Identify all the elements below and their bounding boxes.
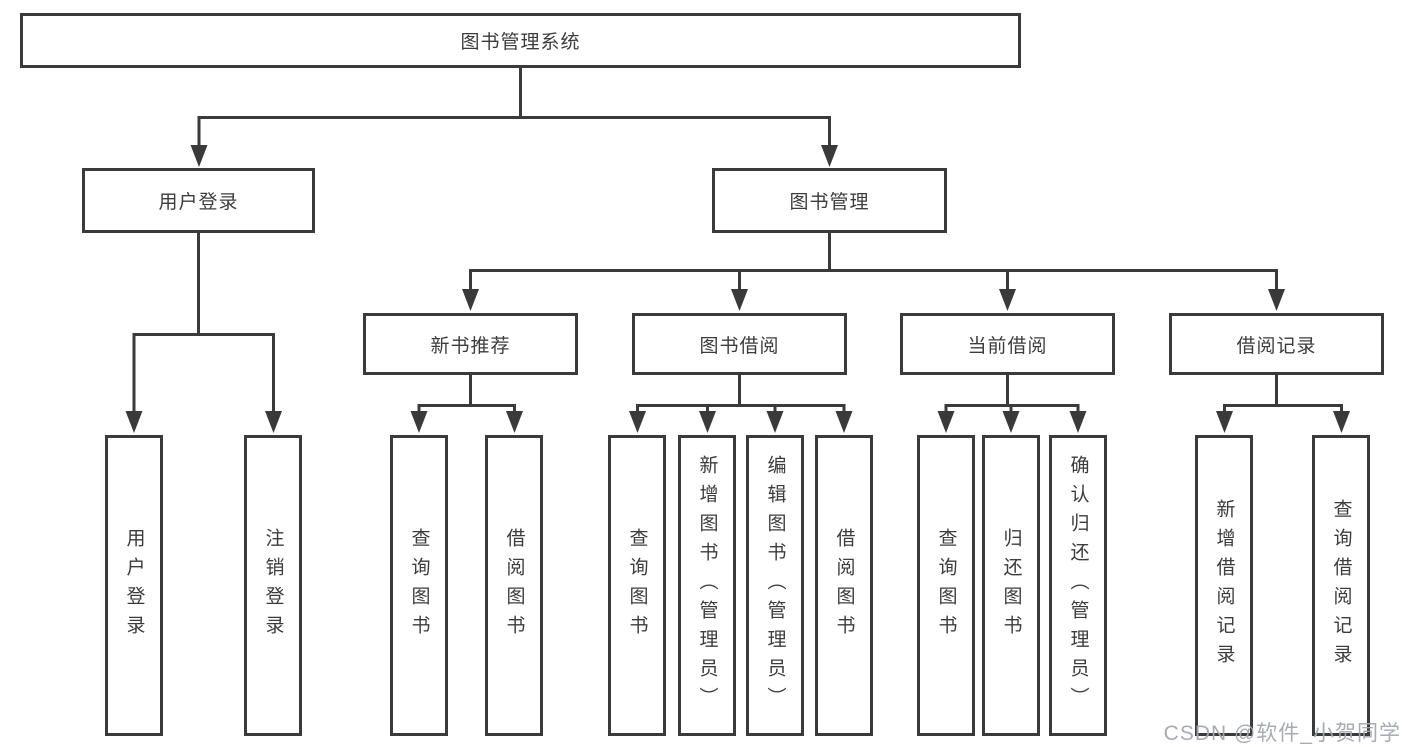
leaf-record-add-record: 新增借阅记录 — [1195, 435, 1253, 736]
leaf-borrow-edit-books-admin: 编辑图书（管理员） — [746, 435, 804, 736]
leaf-borrow-add-books-admin-label: 新增图书（管理员） — [696, 455, 718, 716]
leaf-current-return-books-label: 归还图书 — [1000, 527, 1022, 644]
node-book-management-label: 图书管理 — [789, 192, 870, 213]
arrowhead — [265, 411, 282, 433]
node-borrow-record: 借阅记录 — [1169, 313, 1384, 375]
leaf-borrow-query-books-label: 查询图书 — [626, 527, 648, 644]
leaf-recommend-borrow-books-label: 借阅图书 — [503, 527, 525, 644]
leaf-user-login-label: 用户登录 — [123, 527, 145, 644]
arrowhead — [125, 411, 143, 433]
arrowhead — [937, 411, 955, 433]
node-user-login: 用户登录 — [82, 168, 315, 233]
leaf-record-query-record: 查询借阅记录 — [1312, 435, 1370, 736]
leaf-current-confirm-return-admin-label: 确认归还（管理员） — [1067, 455, 1089, 716]
node-book-borrow-label: 图书借阅 — [699, 335, 780, 357]
leaf-borrow-borrow-books: 借阅图书 — [815, 435, 873, 736]
arrowhead — [835, 411, 853, 433]
leaf-current-return-books: 归还图书 — [982, 435, 1040, 736]
node-current-borrow: 当前借阅 — [900, 313, 1115, 375]
leaf-borrow-query-books: 查询图书 — [608, 435, 666, 736]
node-new-book-recommend: 新书推荐 — [363, 313, 578, 375]
arrowhead — [699, 411, 716, 433]
csdn-watermark: CSDN @软件_小贺同学 — [1163, 722, 1401, 745]
arrowhead — [1333, 411, 1350, 433]
leaf-logout-label: 注销登录 — [262, 527, 284, 644]
node-root-label: 图书管理系统 — [460, 32, 581, 53]
node-book-management: 图书管理 — [712, 168, 947, 233]
leaf-logout: 注销登录 — [244, 435, 302, 736]
arrowhead — [1002, 411, 1020, 433]
node-root: 图书管理系统 — [20, 13, 1021, 68]
leaf-current-query-books-label: 查询图书 — [935, 527, 957, 644]
arrowhead — [821, 145, 838, 167]
arrowhead — [506, 411, 523, 433]
leaf-record-add-record-label: 新增借阅记录 — [1213, 498, 1235, 673]
arrowhead — [999, 289, 1016, 311]
arrowhead — [1069, 411, 1087, 433]
arrowhead — [190, 145, 208, 167]
leaf-borrow-borrow-books-label: 借阅图书 — [833, 527, 855, 644]
arrowhead — [1268, 289, 1285, 311]
node-borrow-record-label: 借阅记录 — [1236, 335, 1317, 357]
leaf-recommend-borrow-books: 借阅图书 — [485, 435, 543, 736]
node-current-borrow-label: 当前借阅 — [967, 335, 1048, 357]
node-book-borrow: 图书借阅 — [632, 313, 847, 375]
leaf-borrow-add-books-admin: 新增图书（管理员） — [678, 435, 736, 736]
arrowhead — [410, 411, 428, 433]
leaf-record-query-record-label: 查询借阅记录 — [1330, 498, 1352, 673]
leaf-recommend-query-books-label: 查询图书 — [408, 527, 430, 644]
leaf-recommend-query-books: 查询图书 — [390, 435, 448, 736]
arrowhead — [629, 411, 646, 433]
arrowhead — [1216, 411, 1233, 433]
leaf-current-confirm-return-admin: 确认归还（管理员） — [1049, 435, 1107, 736]
node-new-book-recommend-label: 新书推荐 — [430, 335, 511, 357]
arrowheads — [125, 145, 1350, 433]
arrowhead — [766, 411, 784, 433]
leaf-borrow-edit-books-admin-label: 编辑图书（管理员） — [764, 455, 786, 716]
node-user-login-label: 用户登录 — [158, 192, 239, 213]
leaf-user-login: 用户登录 — [105, 435, 163, 736]
arrowhead — [731, 289, 748, 311]
leaf-current-query-books: 查询图书 — [917, 435, 975, 736]
arrowhead — [462, 289, 479, 311]
